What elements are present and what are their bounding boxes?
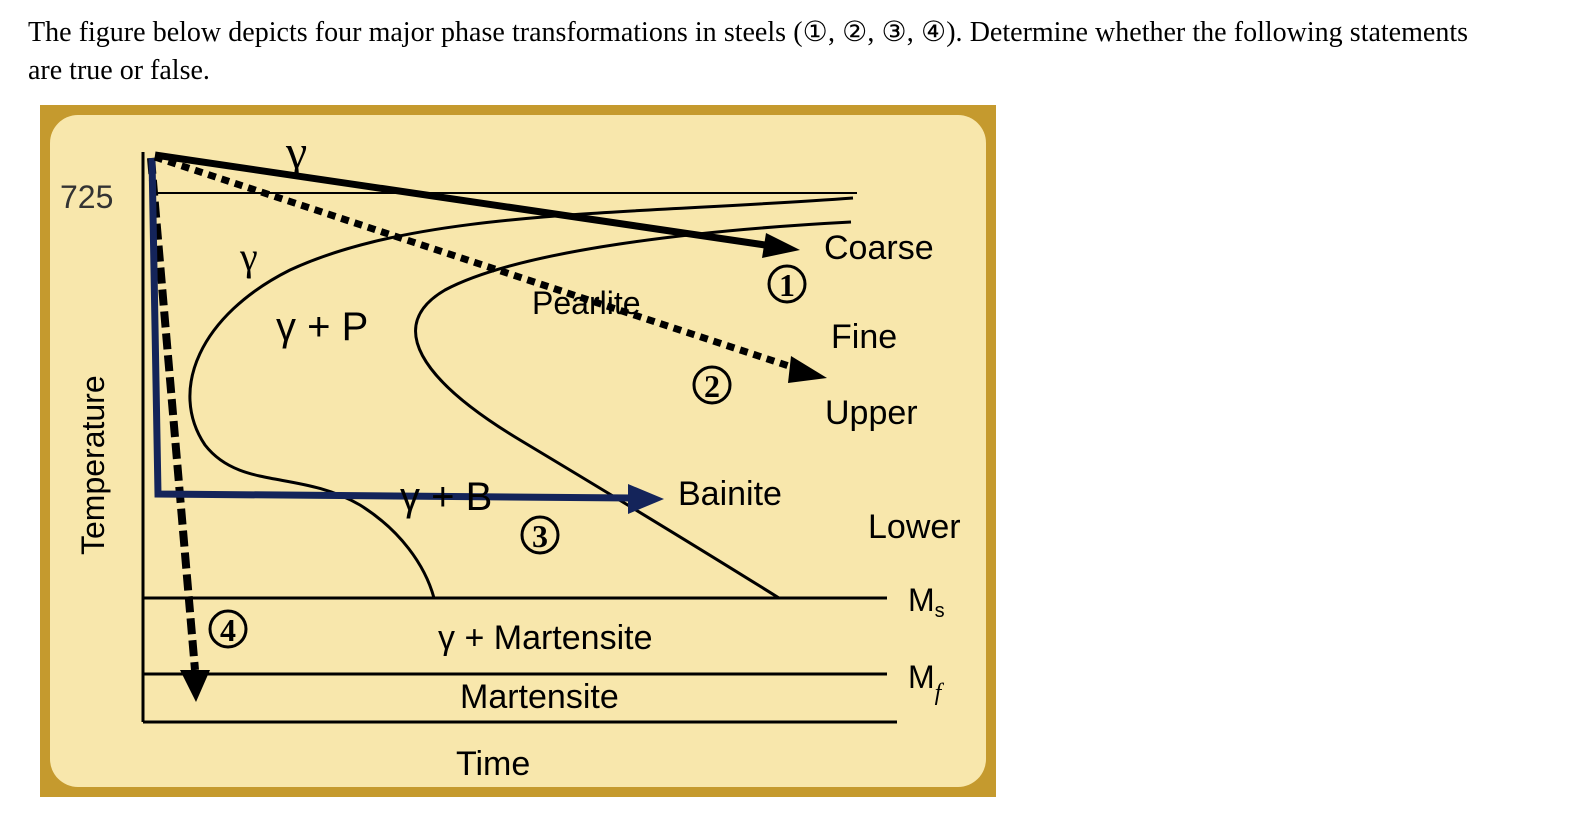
martensite-label: Martensite [460,678,619,716]
question-text: The figure below depicts four major phas… [28,17,1468,86]
mf-label-main: M [908,659,935,695]
path-2-number-text: 2 [704,368,720,404]
path-3-number-text: 3 [532,518,548,554]
mf-label-sub: f [935,680,945,706]
pearlite-label: Pearlite [532,285,641,321]
fine-label: Fine [831,318,897,356]
coarse-label: Coarse [824,229,934,267]
x-axis-label: Time [456,745,530,783]
path-4-dashed [147,157,199,671]
path-4-arrowhead [180,670,210,702]
path-2-number: 2 [692,365,732,405]
gamma-left-label: γ [239,234,258,279]
figure-panel [50,115,986,787]
gamma-top-label: γ [285,126,307,179]
path-1-number-text: 1 [779,267,795,303]
transformation-finish-curve [414,220,852,600]
path-2-arrowhead [788,356,827,383]
path-3-number: 3 [520,515,560,555]
path-2-line [153,153,797,372]
path-3-arrowhead [628,484,664,514]
y-axis-label: Temperature [75,375,111,555]
temp-725-label: 725 [60,179,113,215]
path-1-number: 1 [767,264,807,304]
path-4-number: 4 [208,609,248,649]
path-1-line [154,151,766,249]
gamma-plus-bainite-label: γ + B [400,475,492,519]
mf-label: Mf [908,659,945,706]
ms-label: Ms [908,582,945,622]
ms-label-sub: s [935,600,945,622]
bainite-label: Bainite [678,475,782,513]
gamma-plus-martensite-label: γ + Martensite [438,619,652,657]
gamma-plus-pearlite-label: γ + P [276,305,368,349]
path-4-number-text: 4 [220,612,236,648]
path-1-arrowhead [762,233,800,258]
upper-label: Upper [825,394,918,432]
path-3-line [148,157,633,502]
lower-label: Lower [868,508,961,546]
ms-label-main: M [908,582,935,618]
